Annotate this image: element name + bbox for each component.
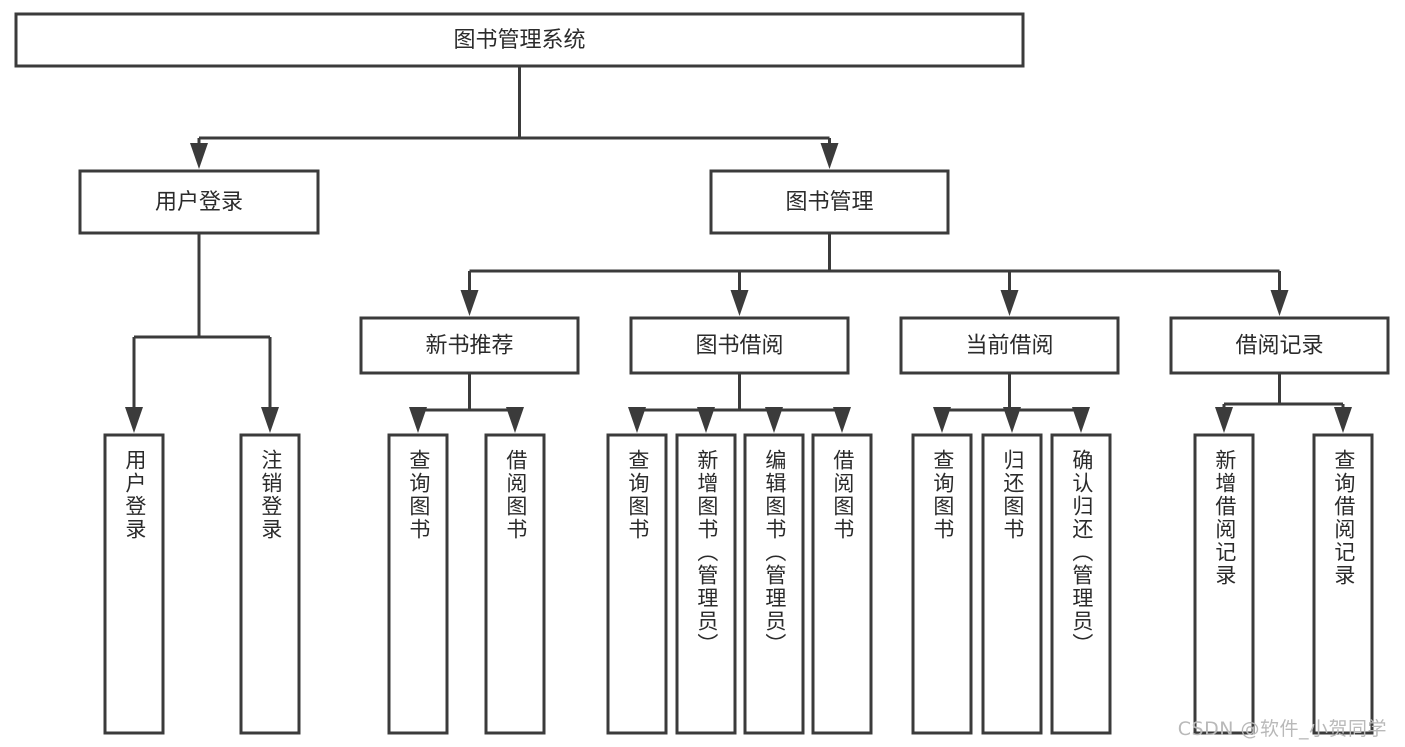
edge-books-to-level2-arrowhead-3: [1270, 290, 1289, 316]
edge-level2-1-to-leaves-arrowhead-3: [833, 407, 851, 433]
edge-root-to-level1-arrowhead-0: [190, 143, 208, 169]
node-rect: [239, 433, 301, 735]
node-rect: [78, 169, 320, 235]
node-rect: [981, 433, 1043, 735]
edge-books-to-level2-arrowhead-1: [730, 290, 749, 316]
edge-level2-1-to-leaves-arrowhead-0: [628, 407, 646, 433]
node-level2-2[interactable]: [899, 316, 1120, 375]
node-root-system[interactable]: [14, 12, 1025, 68]
edge-books-to-level2-arrowhead-0: [460, 290, 479, 316]
edge-login-to-leaves: [125, 233, 279, 433]
edge-login-to-leaves-arrowhead-0: [125, 407, 143, 433]
node-leaf-12[interactable]: [1312, 433, 1374, 735]
node-leaf-5[interactable]: [675, 433, 737, 735]
node-level2-1-label: 图书借阅: [695, 334, 783, 359]
edge-level2-2-to-leaves-arrowhead-2: [1072, 407, 1090, 433]
edge-root-to-level1: [190, 66, 839, 169]
node-rect: [359, 316, 580, 375]
watermark-text: CSDN @软件_小贺同学: [1177, 718, 1387, 740]
node-rect: [606, 433, 668, 735]
node-level1-0[interactable]: [78, 169, 320, 235]
node-level1-1-label: 图书管理: [785, 190, 873, 215]
node-leaf-10[interactable]: [1050, 433, 1112, 735]
node-root-system-label: 图书管理系统: [453, 28, 585, 53]
node-rect: [811, 433, 873, 735]
node-level2-3-label: 借阅记录: [1235, 334, 1323, 359]
node-level2-0[interactable]: [359, 316, 580, 375]
node-leaf-3[interactable]: [484, 433, 546, 735]
node-rect: [387, 433, 449, 735]
node-rect: [1312, 433, 1374, 735]
edge-level2-2-to-leaves-arrowhead-1: [1003, 407, 1021, 433]
node-rect: [899, 316, 1120, 375]
edge-level2-0-to-leaves: [409, 373, 524, 433]
node-leaf-2[interactable]: [387, 433, 449, 735]
edge-level2-2-to-leaves: [933, 373, 1090, 433]
node-rect: [1193, 433, 1255, 735]
node-rect: [484, 433, 546, 735]
edge-login-to-leaves-arrowhead-1: [261, 407, 279, 433]
node-rect: [911, 433, 973, 735]
edge-level2-2-to-leaves-arrowhead-0: [933, 407, 951, 433]
edge-level2-0-to-leaves-arrowhead-1: [506, 407, 524, 433]
node-leaf-7[interactable]: [811, 433, 873, 735]
edge-level2-3-to-leaves-arrowhead-1: [1334, 407, 1352, 433]
edge-level2-1-to-leaves: [628, 373, 851, 433]
node-level1-0-label: 用户登录: [155, 190, 243, 215]
node-leaf-6[interactable]: [743, 433, 805, 735]
node-level2-0-label: 新书推荐: [425, 334, 513, 359]
edge-books-to-level2: [460, 233, 1289, 316]
edge-root-to-level1-arrowhead-1: [820, 143, 839, 169]
node-rect: [743, 433, 805, 735]
edge-level2-3-to-leaves-arrowhead-0: [1215, 407, 1233, 433]
node-level2-2-label: 当前借阅: [965, 334, 1053, 359]
node-leaf-9[interactable]: [981, 433, 1043, 735]
node-leaf-4[interactable]: [606, 433, 668, 735]
edge-level2-3-to-leaves: [1215, 373, 1352, 433]
edge-level2-1-to-leaves-arrowhead-2: [765, 407, 783, 433]
edge-books-to-level2-arrowhead-2: [1000, 290, 1019, 316]
node-leaf-0[interactable]: [103, 433, 165, 735]
node-rect: [1050, 433, 1112, 735]
node-leaf-1[interactable]: [239, 433, 301, 735]
node-rect: [103, 433, 165, 735]
node-rect: [675, 433, 737, 735]
node-rect: [14, 12, 1025, 68]
node-leaf-8[interactable]: [911, 433, 973, 735]
edge-level2-0-to-leaves-arrowhead-0: [409, 407, 427, 433]
edge-level2-1-to-leaves-arrowhead-1: [697, 407, 715, 433]
node-leaf-11[interactable]: [1193, 433, 1255, 735]
